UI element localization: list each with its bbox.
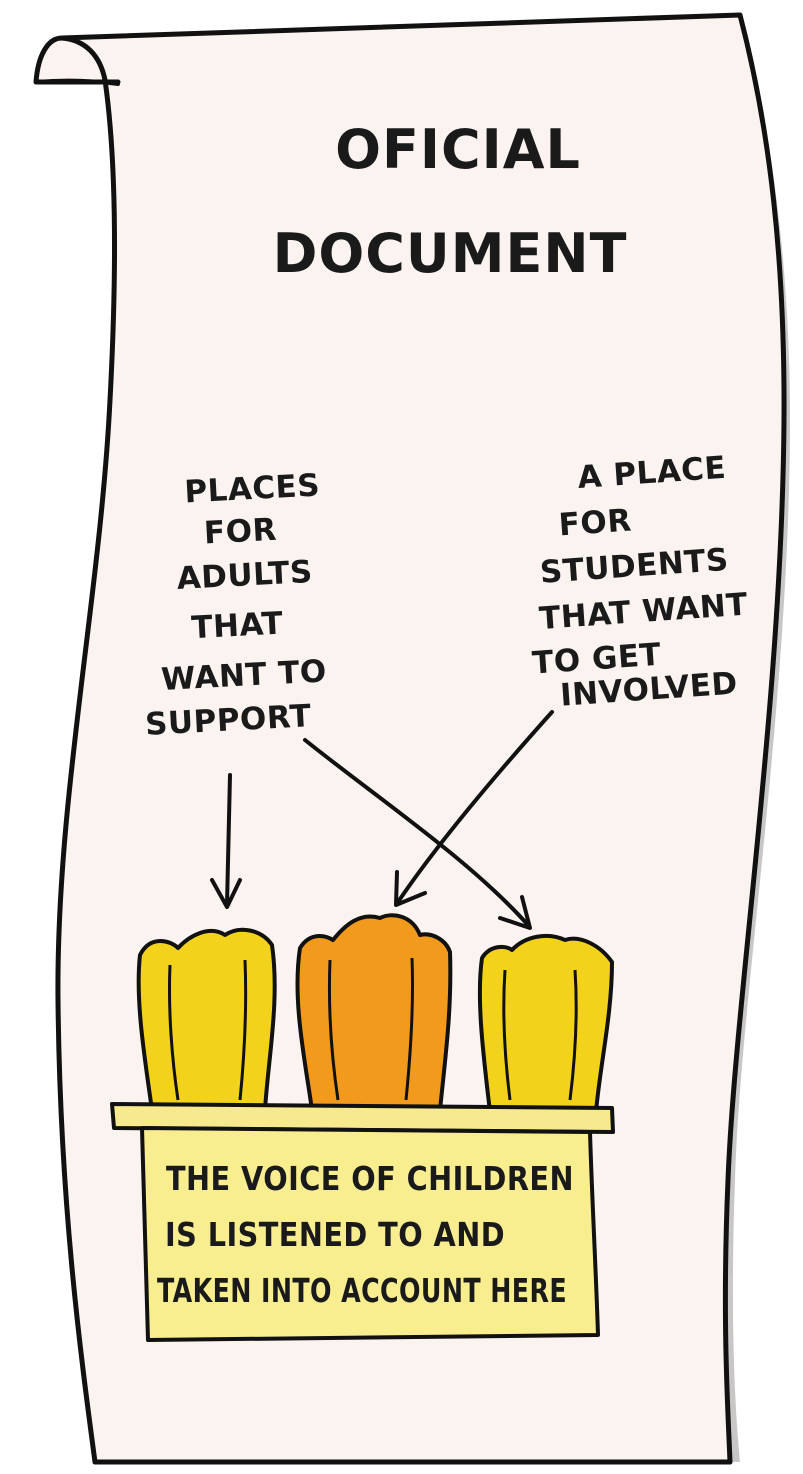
document-title-line-2: DOCUMENT [273,222,628,285]
chair-left [139,930,275,1110]
adults-note-line-1: PLACES [184,467,321,510]
sign-line-3: TAKEN INTO ACCOUNT HERE [157,1271,567,1310]
students-note-line-2: FOR [558,502,633,543]
adults-note-line-4: THAT [191,606,285,647]
sign-line-2: IS LISTENED TO AND [165,1215,505,1254]
chair-middle [297,915,450,1110]
sign-line-1: THE VOICE OF CHILDREN [166,1159,574,1198]
chair-right [480,936,612,1112]
adults-note-line-3: ADULTS [176,554,314,597]
document-title-line-1: OFICIAL [335,118,581,181]
adults-note-line-2: FOR [203,512,278,552]
